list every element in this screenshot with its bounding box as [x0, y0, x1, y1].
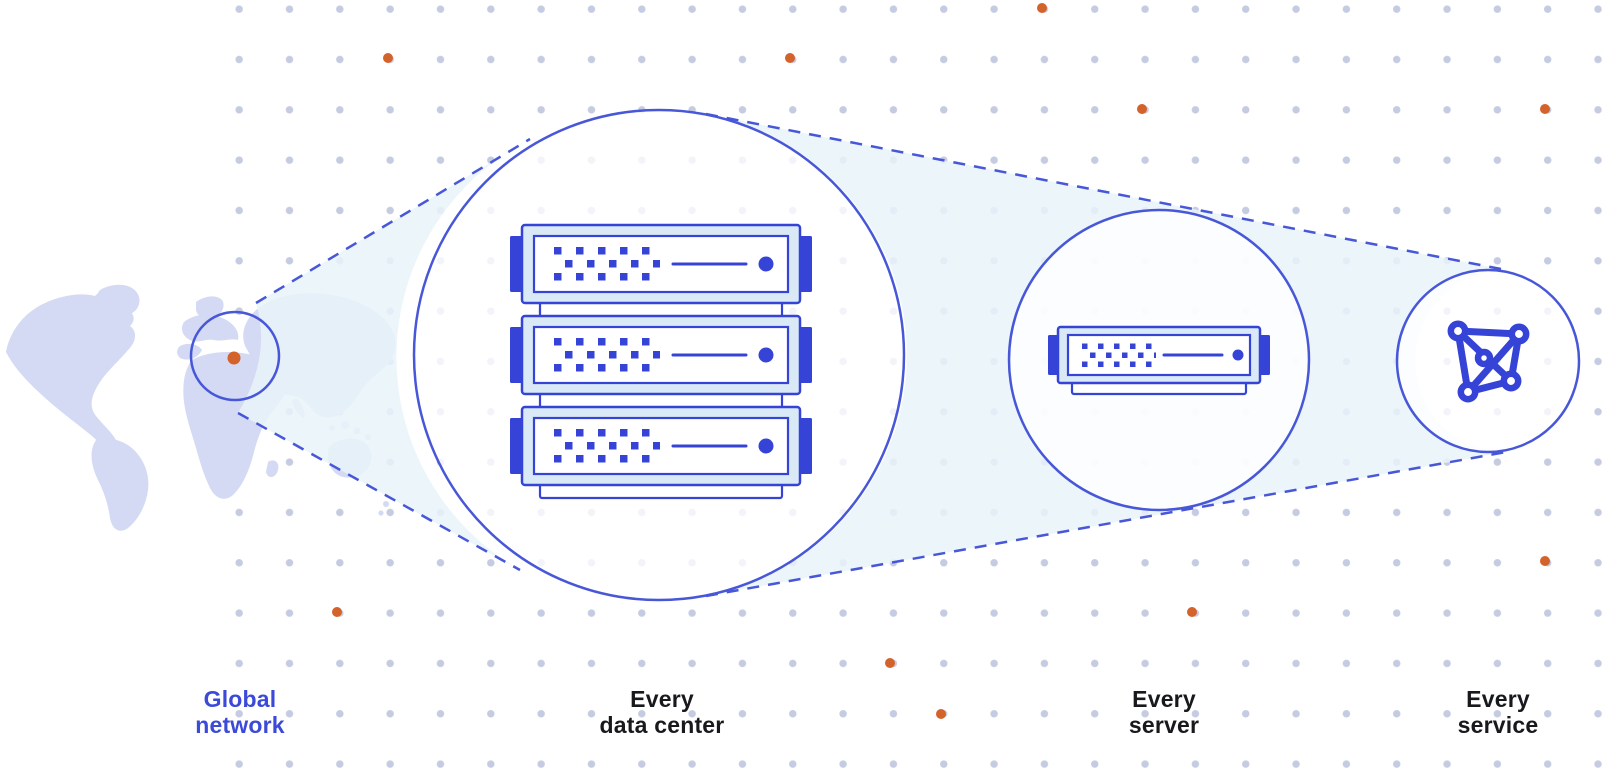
magnifier-circle-data-center [412, 108, 906, 602]
orange-accent-dots [332, 3, 1550, 719]
label-line: network [195, 712, 285, 738]
orange-dot [1540, 556, 1550, 566]
data-center-stack-icon [508, 223, 814, 500]
orange-dot [1037, 3, 1047, 13]
orange-dot [1540, 104, 1550, 114]
label-line: Every [1466, 686, 1530, 712]
beam-dash-bottom-right [705, 450, 1507, 598]
label-line: server [1128, 712, 1200, 738]
orange-dot [383, 53, 393, 63]
mesh-network-icon [1447, 320, 1530, 403]
beam-dash-top-left [255, 137, 531, 305]
orange-dot [1187, 607, 1197, 617]
magnifier-circle-server [1007, 208, 1311, 512]
orange-dot [885, 658, 895, 668]
beam-dash-bottom-left [237, 411, 521, 572]
orange-dot [936, 709, 946, 719]
label-global-network: Global network [195, 686, 285, 738]
label-line: service [1457, 712, 1539, 738]
label-line: Every [630, 686, 694, 712]
label-line: data center [599, 712, 725, 738]
label-every-server: Every server [1129, 686, 1199, 738]
label-every-data-center: Every data center [600, 686, 725, 738]
magnifier-circle-service [1395, 268, 1581, 454]
label-every-service: Every service [1458, 686, 1539, 738]
orange-dot [1137, 104, 1147, 114]
beam-dash-top-right [705, 112, 1507, 272]
location-marker-icon [227, 351, 241, 365]
label-line: Global [203, 686, 277, 712]
orange-dot [332, 607, 342, 617]
orange-dot [785, 53, 795, 63]
label-line: Every [1132, 686, 1196, 712]
magnifier-circle-global [189, 310, 281, 402]
server-unit-icon [1046, 325, 1272, 396]
